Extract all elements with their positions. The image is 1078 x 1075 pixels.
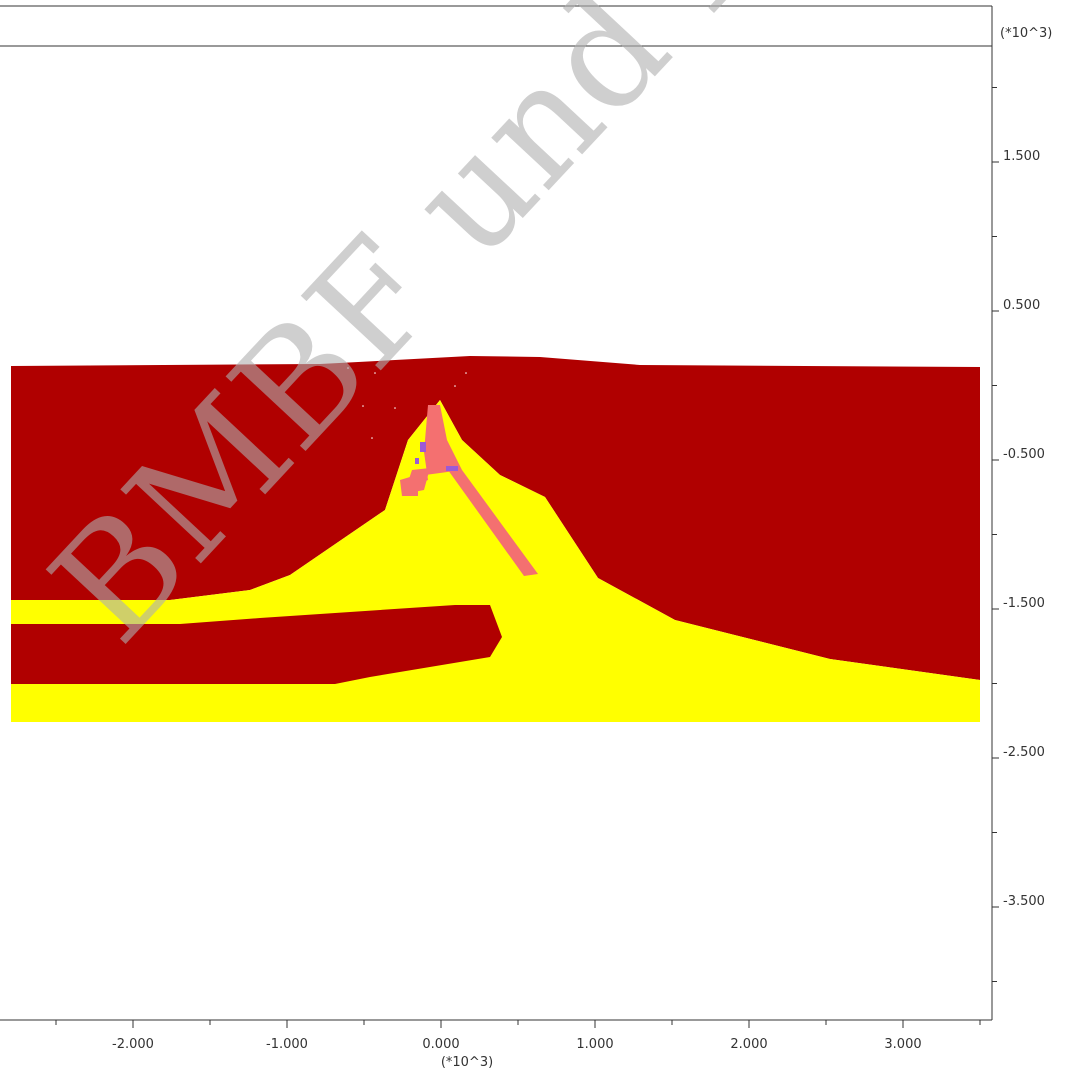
repository-cavity-3: [415, 458, 419, 464]
geology-layers: [11, 356, 980, 722]
y-tick-label: -2.500: [1003, 745, 1045, 760]
x-tick-label: 0.000: [422, 1037, 459, 1052]
repository-zone-left: [404, 468, 430, 494]
scatter-points: [347, 367, 467, 439]
x-tick-label: 2.000: [730, 1037, 767, 1052]
y-axis: 1.500 0.500 -0.500 -1.500 -2.500 -3.500: [991, 6, 1045, 1020]
repository-drift-inclined: [448, 470, 538, 576]
y-tick-label: 0.500: [1003, 298, 1040, 313]
x-tick-label: -2.000: [112, 1037, 154, 1052]
x-axis: -2.000 -1.000 0.000 1.000 2.000 3.000: [55, 1020, 981, 1052]
y-axis-multiplier: (*10^3): [1000, 26, 1052, 41]
repository-cavity-2: [446, 466, 458, 471]
upper-rock-unit: [11, 356, 980, 680]
y-tick-label: -1.500: [1003, 596, 1045, 611]
lower-rock-wedge: [11, 605, 502, 684]
y-tick-label: 1.500: [1003, 149, 1040, 164]
x-tick-label: 3.000: [884, 1037, 921, 1052]
y-tick-label: -3.500: [1003, 894, 1045, 909]
x-tick-label: -1.000: [266, 1037, 308, 1052]
y-tick-label: -0.500: [1003, 447, 1045, 462]
x-tick-label: 1.000: [576, 1037, 613, 1052]
repository-cavity-1: [420, 442, 426, 452]
x-axis-multiplier: (*10^3): [441, 1055, 493, 1070]
repository-zone-upper: [400, 405, 462, 496]
